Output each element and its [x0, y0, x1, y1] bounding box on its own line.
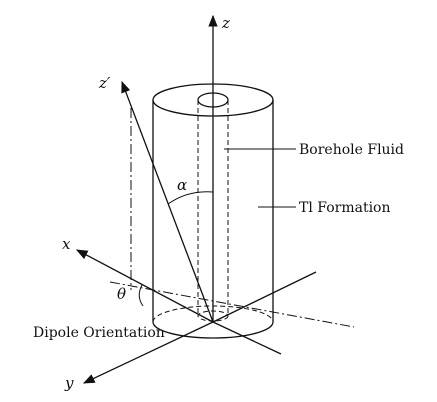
y-axis-extension [212, 271, 317, 323]
ti-formation-label: Tl Formation [299, 200, 391, 216]
dipole-orientation-line [109, 281, 355, 328]
dipole-orientation-label: Dipole Orientation [33, 325, 165, 341]
x-axis-label: x [62, 235, 71, 253]
y-axis-label: y [64, 374, 74, 392]
y-axis [82, 321, 214, 384]
theta-label: θ [117, 285, 126, 303]
x-axis-extension [212, 321, 282, 355]
theta-arc [138, 284, 144, 307]
borehole-fluid-label: Borehole Fluid [299, 142, 404, 158]
z-prime-axis-label: z′ [98, 74, 111, 92]
x-axis [75, 249, 214, 323]
alpha-arc [167, 191, 214, 205]
z-axis-label: z [221, 14, 230, 32]
z-prime-axis [121, 80, 214, 323]
alpha-label: α [177, 176, 187, 194]
